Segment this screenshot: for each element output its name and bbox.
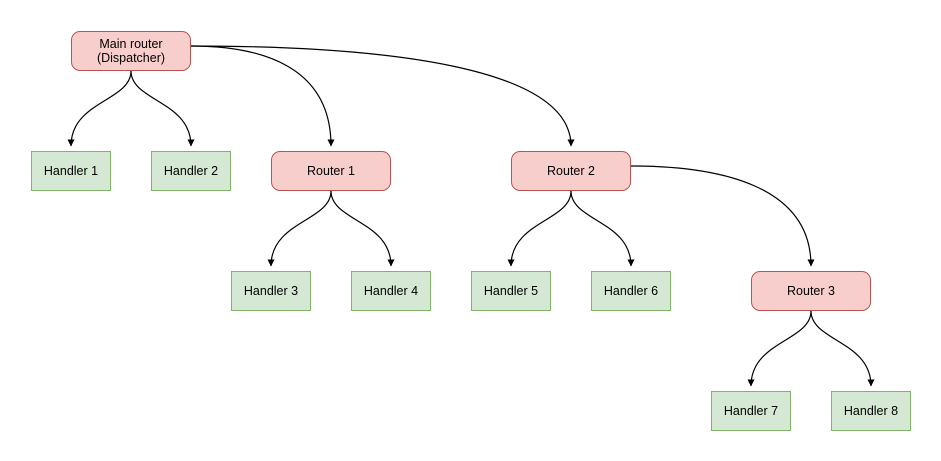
node-handler-1[interactable]: Handler 1 <box>31 151 111 191</box>
node-router-3-label: Router 3 <box>787 284 835 298</box>
node-main-router-label: Main router (Dispatcher) <box>96 37 166 65</box>
edge-main-router-to-router-1 <box>190 45 335 147</box>
node-handler-1-label: Handler 1 <box>43 164 99 178</box>
edge-main-router-to-handler-2 <box>130 70 195 147</box>
node-handler-5[interactable]: Handler 5 <box>471 271 551 311</box>
node-router-3[interactable]: Router 3 <box>751 271 871 311</box>
node-handler-6-label: Handler 6 <box>603 284 659 298</box>
node-handler-6[interactable]: Handler 6 <box>591 271 671 311</box>
edge-router-2-to-handler-6 <box>570 190 635 267</box>
edge-router-3-to-handler-7 <box>747 310 812 387</box>
node-handler-3[interactable]: Handler 3 <box>231 271 311 311</box>
edge-router-1-to-handler-3 <box>267 190 332 267</box>
node-handler-8-label: Handler 8 <box>843 404 899 418</box>
edge-router-2-to-handler-5 <box>507 190 572 267</box>
node-handler-4-label: Handler 4 <box>363 284 419 298</box>
node-router-1-label: Router 1 <box>307 164 355 178</box>
node-main-router[interactable]: Main router (Dispatcher) <box>71 31 191 71</box>
edge-router-1-to-handler-4 <box>330 190 395 267</box>
node-router-1[interactable]: Router 1 <box>271 151 391 191</box>
node-handler-7[interactable]: Handler 7 <box>711 391 791 431</box>
node-router-2[interactable]: Router 2 <box>511 151 631 191</box>
node-handler-3-label: Handler 3 <box>243 284 299 298</box>
node-handler-2[interactable]: Handler 2 <box>151 151 231 191</box>
node-handler-8[interactable]: Handler 8 <box>831 391 911 431</box>
node-handler-2-label: Handler 2 <box>163 164 219 178</box>
edge-group <box>67 45 875 387</box>
edge-router-3-to-handler-8 <box>810 310 875 387</box>
node-handler-5-label: Handler 5 <box>483 284 539 298</box>
node-handler-4[interactable]: Handler 4 <box>351 271 431 311</box>
edge-router-2-to-router-3 <box>630 165 815 267</box>
node-handler-7-label: Handler 7 <box>723 404 779 418</box>
node-router-2-label: Router 2 <box>547 164 595 178</box>
edge-main-router-to-router-2 <box>190 45 575 147</box>
edge-main-router-to-handler-1 <box>67 70 132 147</box>
